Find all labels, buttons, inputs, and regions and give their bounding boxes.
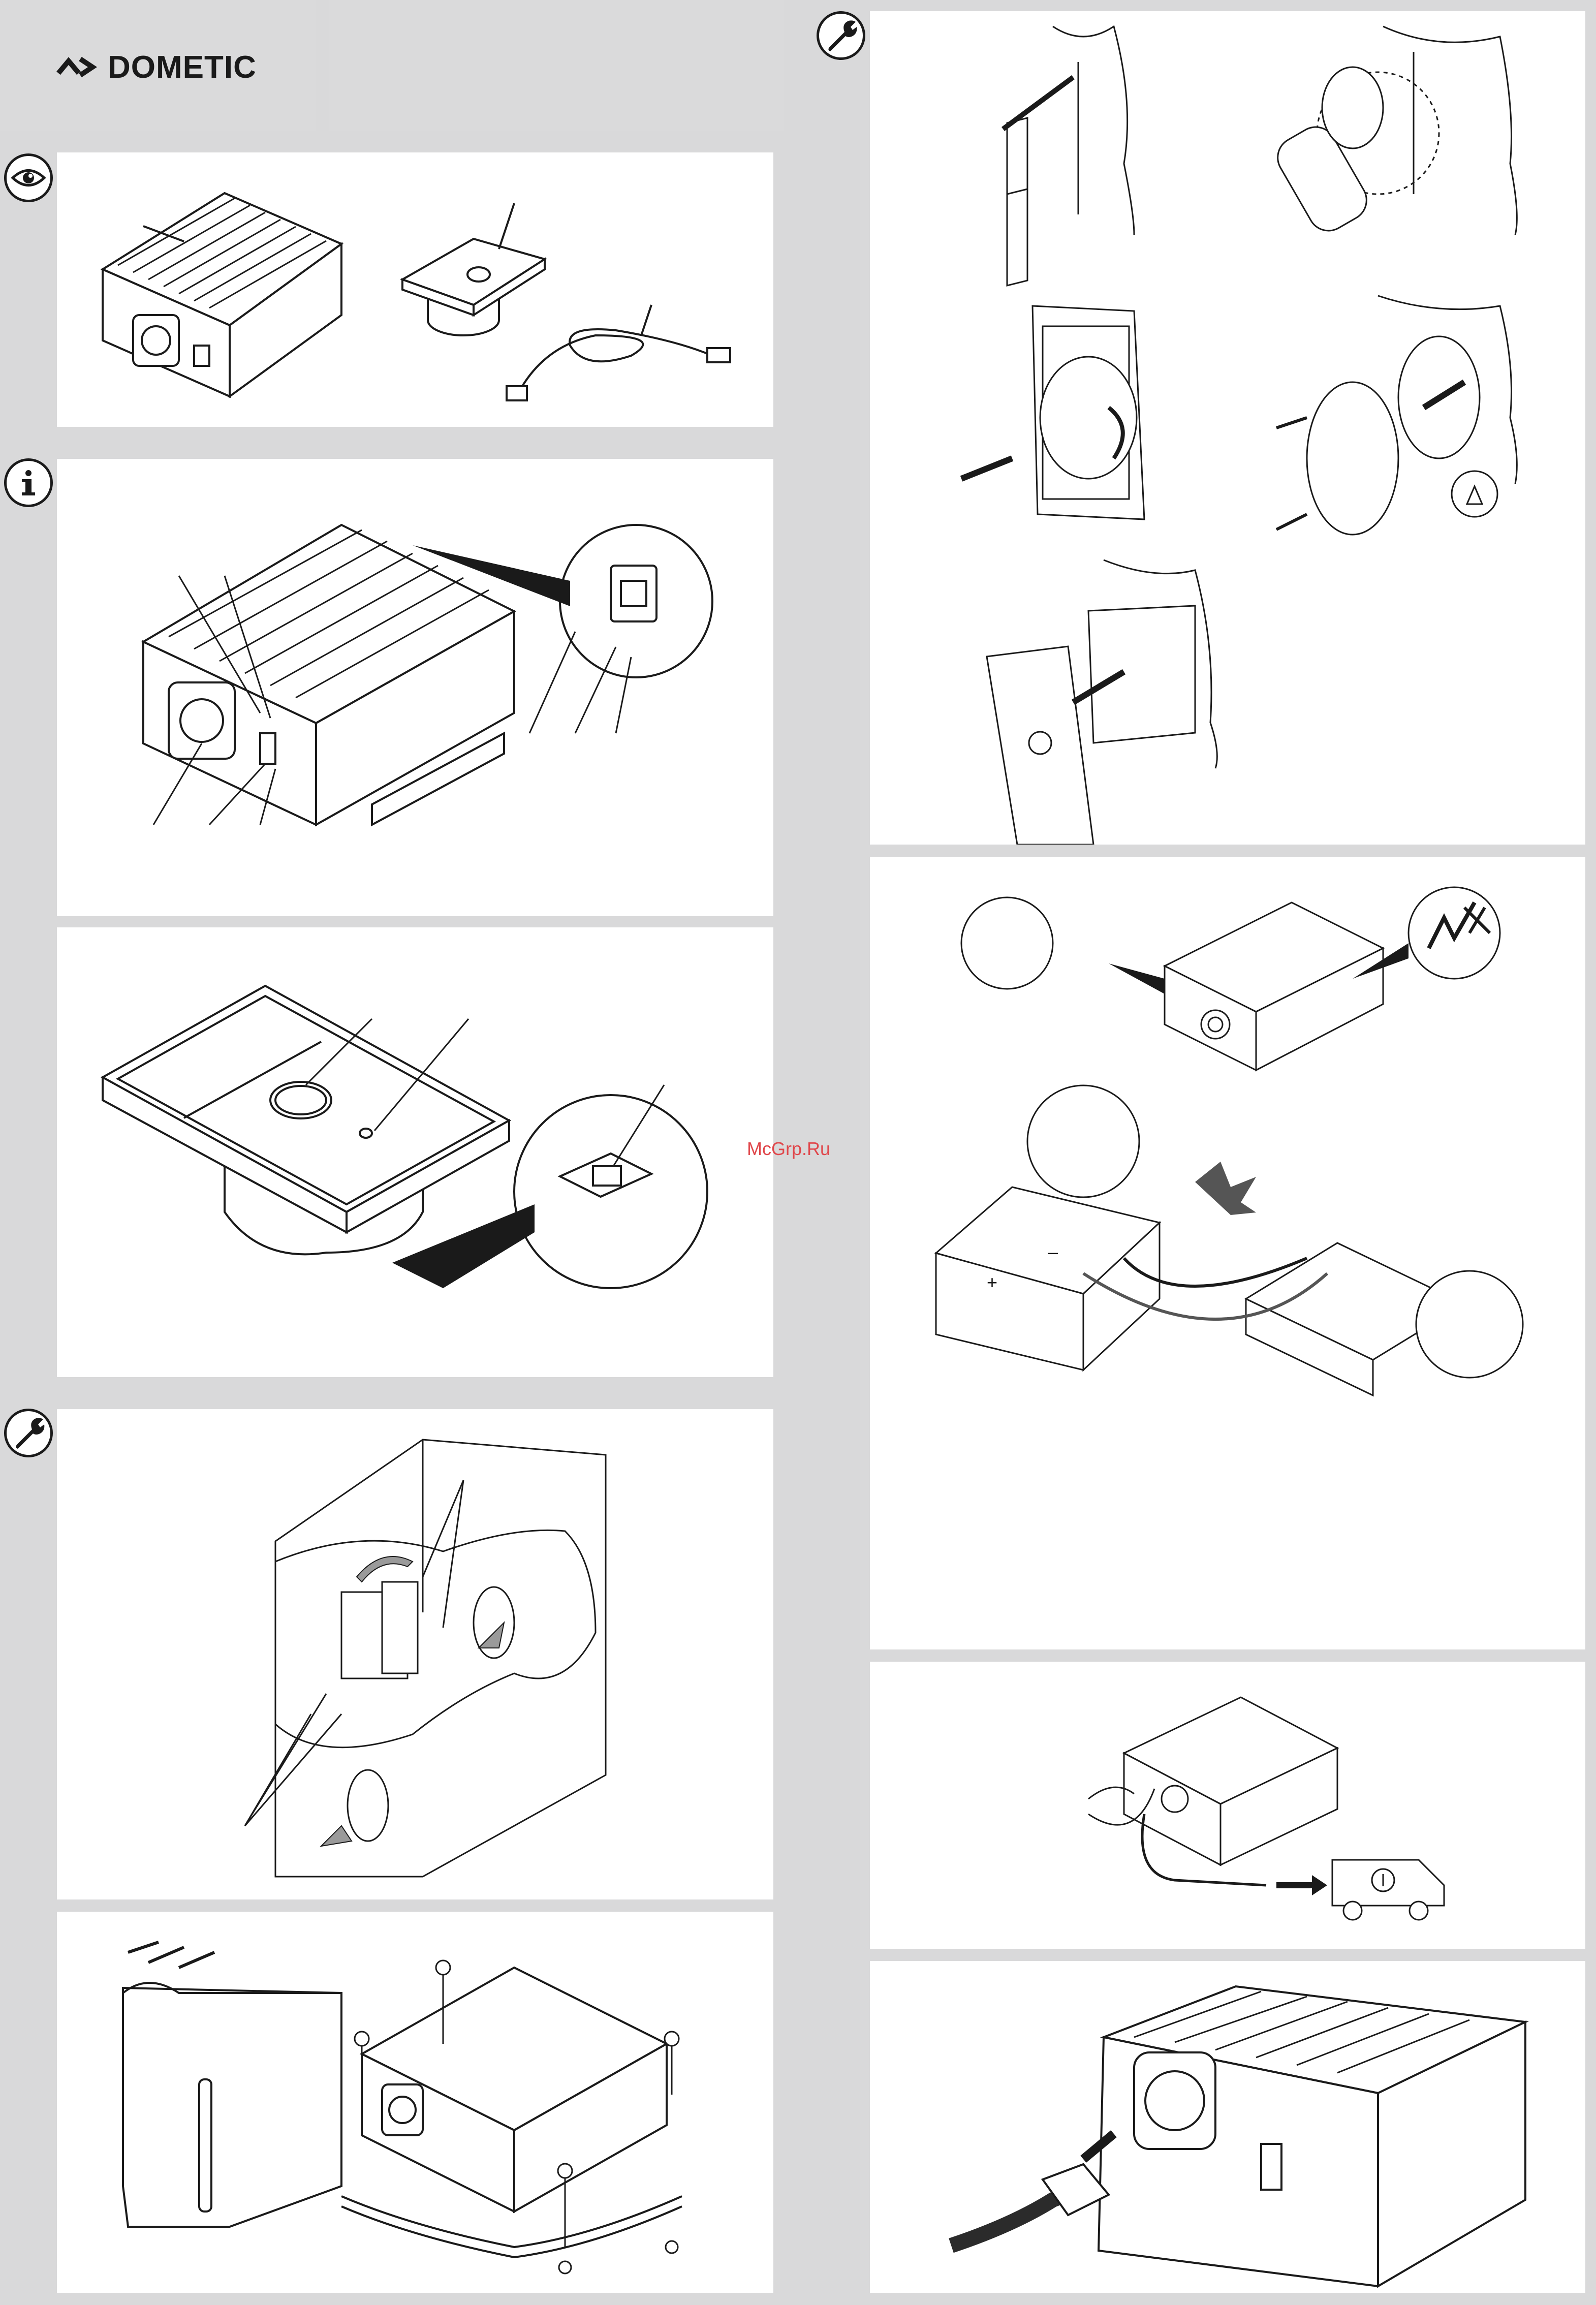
scope-of-delivery-illustration	[57, 152, 773, 427]
inverter-overview-illustration	[57, 459, 773, 916]
battery-plus-label: +	[987, 1272, 997, 1293]
remote-overview-illustration	[57, 927, 773, 1377]
eye-icon	[4, 153, 53, 202]
plug-in-illustration	[870, 1961, 1585, 2293]
brand-name: DOMETIC	[108, 49, 257, 85]
cable-table-1-grid	[879, 1413, 889, 1597]
dometic-logo: DOMETIC	[56, 47, 257, 87]
grounding-illustration	[870, 1662, 1585, 1949]
battery-minus-label: –	[1048, 1241, 1058, 1262]
info-icon	[4, 458, 53, 507]
wrench-icon	[4, 1409, 53, 1457]
remote-installation-illustration	[870, 11, 1585, 845]
cable-table-2-grid	[1105, 1413, 1115, 1597]
wrench-icon	[817, 11, 865, 60]
dometic-chevron-icon	[56, 52, 102, 82]
cable-table-3-grid	[1332, 1413, 1342, 1545]
installation-location-illustration	[57, 1409, 773, 1899]
battery-connection-illustration: + –	[870, 857, 1585, 1416]
mounting-illustration	[57, 1912, 773, 2293]
watermark-text: McGrp.Ru	[747, 1138, 830, 1160]
header-blank-cell	[329, 0, 784, 131]
